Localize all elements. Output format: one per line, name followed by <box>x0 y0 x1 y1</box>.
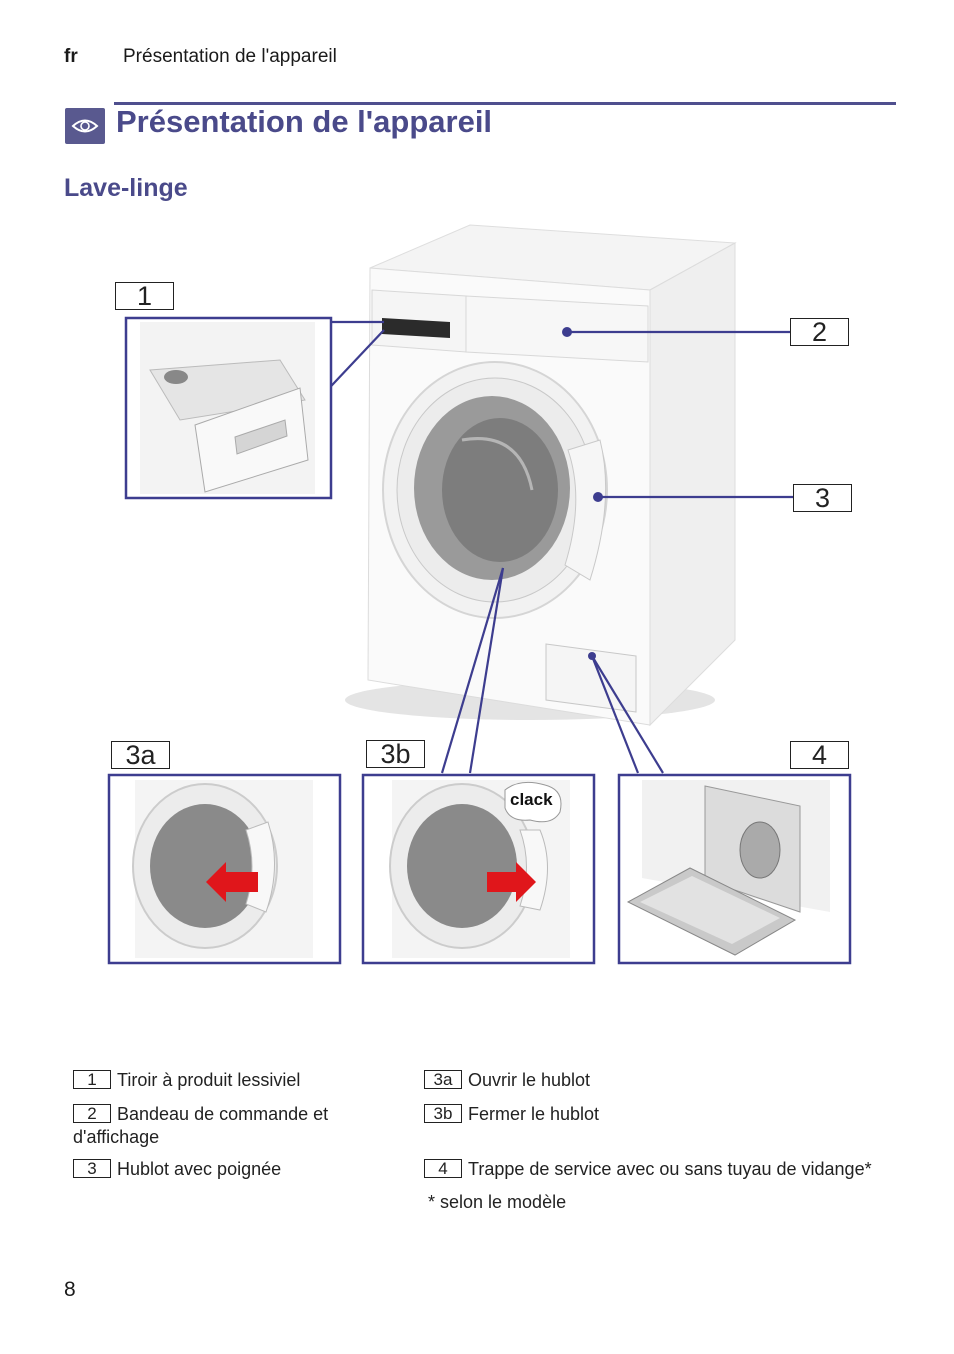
callout-4: 4 <box>790 741 849 769</box>
callout-3a: 3a <box>111 741 170 769</box>
legend-key: 3b <box>424 1104 462 1123</box>
eye-icon <box>65 108 105 144</box>
page-number: 8 <box>64 1278 76 1301</box>
legend-key: 1 <box>73 1070 111 1089</box>
legend-key: 2 <box>73 1104 111 1123</box>
legend-item-4: 4 Trappe de service avec ou sans tuyau de… <box>424 1158 872 1180</box>
callout-3: 3 <box>793 484 852 512</box>
legend-item-2: 2 Bandeau de commande et <box>73 1103 328 1125</box>
legend-item-3b: 3b Fermer le hublot <box>424 1103 599 1125</box>
section-subtitle: Lave-linge <box>64 174 188 202</box>
legend-text: Fermer le hublot <box>468 1104 600 1124</box>
legend-item-3: 3 Hublot avec poignée <box>73 1158 281 1180</box>
legend-text: Ouvrir le hublot <box>468 1070 591 1090</box>
title-rule <box>114 102 896 105</box>
washing-machine-figure: 1 2 3 3a 3b 4 clack <box>0 200 954 980</box>
figure-drawing <box>107 224 852 965</box>
legend-key: 3 <box>73 1159 111 1178</box>
page-title: Présentation de l'appareil <box>116 104 493 139</box>
footnote: * selon le modèle <box>428 1192 567 1212</box>
callout-2: 2 <box>790 318 849 346</box>
legend-item-1: 1 Tiroir à produit lessiviel <box>73 1069 300 1091</box>
legend-item-2-cont: d'affichage <box>73 1127 160 1147</box>
legend-text: Hublot avec poignée <box>117 1159 282 1179</box>
legend-text: Tiroir à produit lessiviel <box>117 1070 301 1090</box>
language-tag: fr <box>64 46 78 67</box>
callout-3b: 3b <box>366 740 425 768</box>
legend-text: Bandeau de commande et <box>117 1104 329 1124</box>
legend-text: Trappe de service avec ou sans tuyau de … <box>468 1159 872 1179</box>
running-header: Présentation de l'appareil <box>123 46 337 67</box>
legend-key: 3a <box>424 1070 462 1089</box>
legend-key: 4 <box>424 1159 462 1178</box>
legend-item-3a: 3a Ouvrir le hublot <box>424 1069 590 1091</box>
clack-label: clack <box>510 790 553 809</box>
callout-1: 1 <box>115 282 174 310</box>
